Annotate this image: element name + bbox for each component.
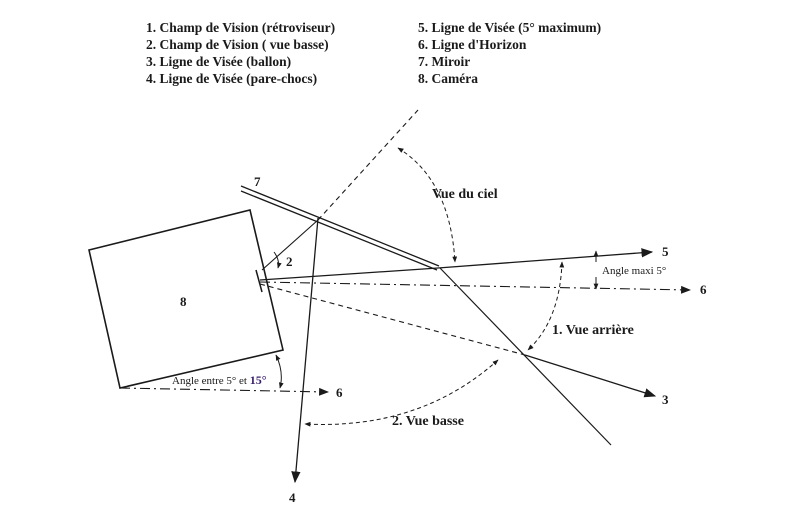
legend-item-4: 4. Ligne de Visée (pare-chocs) [146, 71, 318, 86]
vue-basse-label: 2. Vue basse [392, 414, 464, 429]
angle-maxi-label: Angle maxi 5° [602, 265, 666, 277]
legend-left-column: 1. Champ de Vision (rétroviseur) 2. Cham… [146, 19, 335, 87]
line-5-label: 5 [662, 244, 669, 259]
ray-camera-to-mirror [259, 267, 439, 281]
angle-2-label: 2 [286, 254, 293, 269]
line-5-sight [437, 248, 654, 269]
line-3-sight [524, 354, 657, 398]
camera-label: 8 [180, 294, 187, 309]
ray-lens-to-mirror-upper [261, 219, 319, 271]
line-6-horizon [259, 281, 691, 294]
line-4-sight [291, 217, 319, 484]
vue-du-ciel-label: Vue du ciel [432, 187, 498, 202]
reflection-line [439, 267, 612, 446]
legend-right-column: 5. Ligne de Visée (5° maximum) 6. Ligne … [418, 19, 601, 87]
vue-basse-arc [304, 359, 499, 427]
mirror-label: 7 [254, 174, 261, 189]
vue-du-ciel-arc [397, 147, 458, 263]
legend-item-6: 6. Ligne d'Horizon [418, 37, 527, 52]
line-6-lower-label: 6 [336, 385, 343, 400]
mirror [240, 185, 440, 271]
legend-item-3: 3. Ligne de Visée (ballon) [146, 54, 292, 69]
vue-arriere-label: 1. Vue arrière [552, 323, 634, 338]
line-6-label: 6 [700, 282, 707, 297]
angle-entre-label: Angle entre 5° et 15° [172, 373, 267, 387]
angle-2-arc [273, 251, 282, 269]
line-3-label: 3 [662, 392, 669, 407]
angle-entre-arc [275, 354, 284, 389]
angle-entre-prefix: Angle entre 5° et [172, 375, 250, 387]
legend-item-2: 2. Champ de Vision ( vue basse) [146, 37, 329, 52]
angle-entre-value: 15° [250, 373, 267, 387]
line-4-label: 4 [289, 490, 296, 505]
legend-item-5: 5. Ligne de Visée (5° maximum) [418, 20, 602, 35]
vue-arriere-arc [527, 261, 565, 351]
lens-mark [255, 269, 263, 293]
line-6-lower-horizon [119, 387, 329, 396]
legend-item-8: 8. Caméra [418, 71, 478, 86]
camera-box [88, 209, 284, 389]
legend-item-7: 7. Miroir [418, 54, 471, 69]
sky-dashed-line [317, 109, 419, 221]
legend-item-1: 1. Champ de Vision (rétroviseur) [146, 20, 336, 35]
ray-camera-dashed [259, 283, 526, 356]
